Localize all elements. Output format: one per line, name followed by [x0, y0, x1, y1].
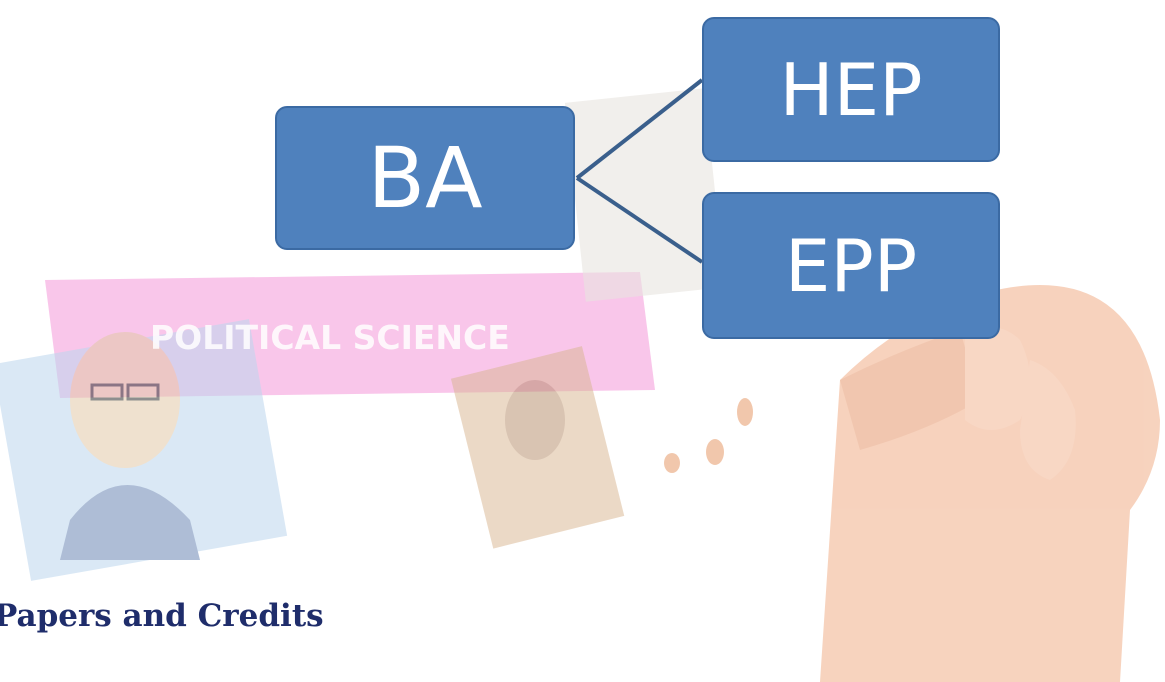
node-hep-label: HEP — [779, 47, 923, 132]
node-epp-label: EPP — [784, 223, 918, 308]
node-hep: HEP — [702, 17, 1000, 162]
portrait-card-center — [450, 346, 625, 549]
portrait-card-left — [0, 319, 288, 581]
banner-text: POLITICAL SCIENCE — [150, 318, 510, 357]
decorative-dots — [664, 398, 753, 473]
node-ba-label: BA — [367, 129, 483, 227]
raised-fist — [820, 285, 1160, 682]
node-epp: EPP — [702, 192, 1000, 339]
footer-title: Papers and Credits — [0, 598, 324, 634]
node-ba: BA — [275, 106, 575, 250]
